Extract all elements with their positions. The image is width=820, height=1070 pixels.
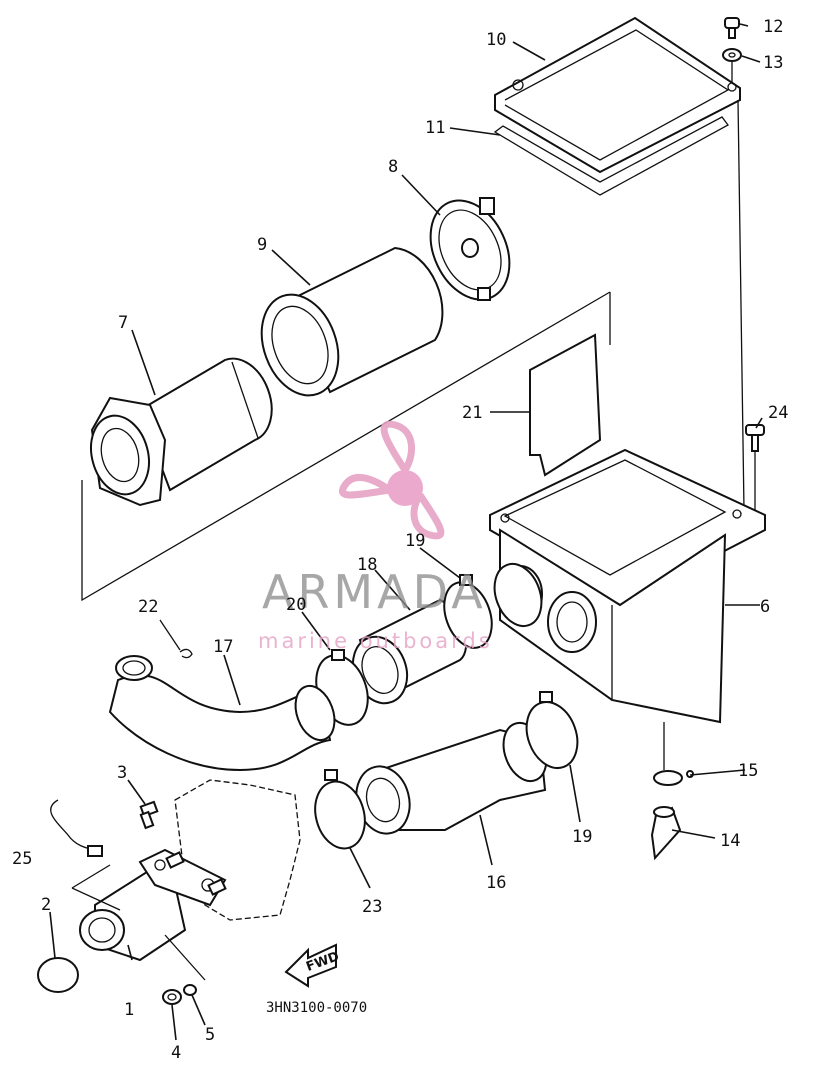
label-7: 7 (118, 313, 128, 333)
label-4: 4 (171, 1043, 181, 1063)
label-2: 2 (41, 895, 51, 915)
plate-21 (529, 333, 602, 477)
callout-labels: 10 11 12 13 8 9 7 21 24 19 18 20 22 17 6… (12, 17, 788, 1063)
label-10: 10 (486, 30, 506, 50)
label-8: 8 (388, 157, 398, 177)
clamp-23 (314, 769, 366, 850)
label-21: 21 (462, 403, 482, 423)
label-6: 6 (760, 597, 770, 617)
label-15: 15 (738, 761, 758, 781)
label-24: 24 (768, 403, 788, 423)
label-18: 18 (357, 555, 377, 575)
filter-element (260, 246, 444, 397)
label-22: 22 (138, 597, 158, 617)
clamp-15 (653, 770, 694, 786)
label-19-upper: 19 (405, 531, 425, 551)
label-1: 1 (124, 1000, 134, 1020)
airbox-cover (494, 16, 741, 174)
label-12: 12 (763, 17, 783, 37)
engine-outline (174, 779, 301, 921)
wire-25 (50, 799, 103, 857)
washer-5 (183, 984, 197, 996)
carb-joint-1 (79, 848, 227, 962)
label-9: 9 (257, 235, 267, 255)
label-20: 20 (286, 595, 306, 615)
fwd-arrow-icon: FWD (284, 943, 341, 988)
clip-22 (179, 648, 193, 659)
watermark-title: ARMADA (262, 565, 487, 619)
studs (165, 851, 227, 896)
bolt-3 (139, 800, 159, 830)
watermark: ARMADA marine outboards (258, 420, 493, 653)
washer-13 (722, 48, 742, 62)
propeller-logo-icon (339, 420, 445, 540)
airbox-case (489, 448, 766, 724)
drawing-code: 3HN3100-0070 (266, 1000, 367, 1016)
filter-cap (429, 197, 511, 301)
screw-12 (724, 17, 740, 39)
clamp-19-upper (443, 563, 543, 649)
cover-gasket (493, 116, 729, 196)
label-23: 23 (362, 897, 382, 917)
clamp-19-lower (525, 691, 579, 769)
watermark-subtitle: marine outboards (258, 629, 493, 653)
joint-16 (355, 721, 548, 835)
label-3: 3 (117, 763, 127, 783)
filter-frame (90, 357, 273, 507)
bolt-24 (745, 424, 765, 452)
label-5: 5 (205, 1025, 215, 1045)
label-13: 13 (763, 53, 783, 73)
oring-2 (37, 957, 79, 993)
label-16: 16 (486, 873, 506, 893)
nut-4 (162, 989, 182, 1005)
label-14: 14 (720, 831, 740, 851)
drain-14 (650, 806, 682, 861)
label-11: 11 (425, 118, 445, 138)
leader-lines (49, 23, 763, 1041)
intake-duct-17 (108, 655, 336, 772)
label-17: 17 (213, 637, 233, 657)
label-25: 25 (12, 849, 32, 869)
label-19-lower: 19 (572, 827, 592, 847)
